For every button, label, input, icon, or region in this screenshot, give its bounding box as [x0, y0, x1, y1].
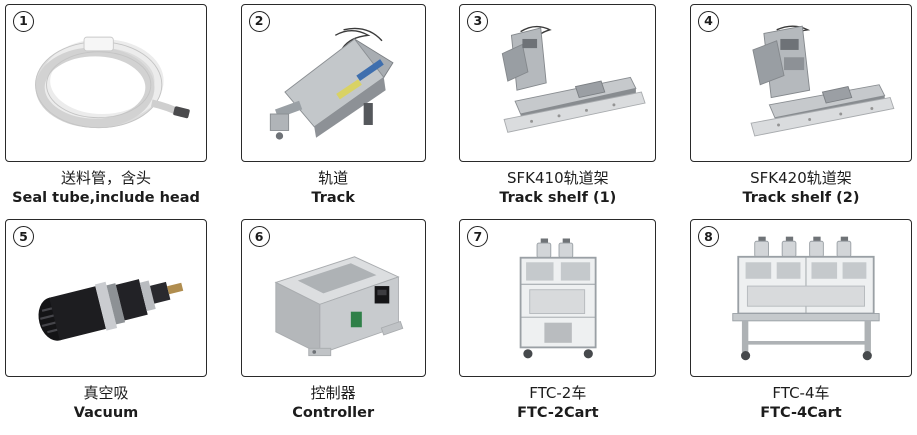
product-card-track: 2 轨道 Track: [240, 4, 426, 207]
product-name-en: Track: [311, 189, 355, 206]
product-image-frame: 3: [459, 4, 657, 162]
product-name-en: Seal tube,include head: [12, 189, 200, 206]
product-name-cn: FTC-4车: [772, 384, 830, 403]
product-caption: 控制器 Controller: [241, 384, 426, 422]
track-shelf-1-image: [501, 26, 646, 134]
item-number: 6: [254, 228, 264, 244]
catalog-row-2: 5: [5, 219, 912, 422]
product-card-track-shelf-1: 3 SFK410轨道架 Track sh: [459, 4, 657, 207]
item-number: 5: [19, 228, 28, 244]
product-name-en: Controller: [292, 404, 375, 421]
item-number: 1: [19, 13, 28, 29]
product-caption: SFK410轨道架 Track shelf (1): [459, 169, 656, 207]
item-number-badge: 5: [13, 226, 34, 248]
item-number-badge: 8: [697, 226, 719, 248]
vacuum-image: [38, 278, 184, 341]
item-number: 3: [473, 13, 483, 29]
item-number: 2: [254, 13, 264, 29]
product-name-cn: 轨道: [318, 169, 349, 187]
product-name-en: FTC-2Cart: [517, 404, 599, 421]
product-image-frame: 4: [689, 4, 912, 162]
product-image-frame: 8: [689, 219, 912, 378]
product-name-en: Track shelf (2): [742, 189, 860, 206]
product-card-seal-tube: 1 送料管，含头 Seal tube,include head: [5, 4, 207, 207]
item-number-badge: 6: [248, 226, 270, 248]
item-number: 4: [704, 13, 713, 29]
item-number-badge: 3: [467, 11, 489, 32]
product-name-cn: FTC-2车: [529, 384, 587, 403]
product-card-track-shelf-2: 4 SFK420轨道架: [689, 4, 912, 207]
product-image-frame: 5: [5, 219, 207, 378]
item-number-badge: 7: [467, 226, 489, 248]
product-card-ftc-4-cart: 8: [689, 219, 912, 422]
item-number: 8: [704, 228, 713, 244]
product-caption: 轨道 Track: [241, 169, 426, 207]
product-name-cn: 送料管，含头: [60, 169, 151, 187]
track-image: [270, 28, 394, 140]
product-card-vacuum: 5: [5, 219, 207, 422]
product-image-frame: 6: [240, 219, 426, 378]
product-image-frame: 1: [5, 4, 207, 162]
product-name-en: Vacuum: [73, 404, 139, 421]
product-name-cn: 控制器: [310, 384, 356, 403]
product-caption: 送料管，含头 Seal tube,include head: [5, 169, 207, 207]
item-number: 7: [473, 228, 483, 244]
catalog-row-1: 1 送料管，含头 Seal tube,include head: [5, 4, 912, 207]
product-image-frame: 2: [240, 4, 426, 162]
product-caption: FTC-4车 FTC-4Cart: [690, 384, 912, 422]
product-caption: FTC-2车 FTC-2Cart: [459, 384, 656, 422]
product-name-en: Track shelf (1): [499, 189, 617, 206]
product-name-cn: SFK410轨道架: [507, 169, 609, 187]
ftc-4-cart-image: [731, 236, 880, 360]
product-image-frame: 7: [459, 219, 657, 378]
product-caption: 真空吸 Vacuum: [5, 384, 207, 422]
seal-tube-image: [35, 37, 190, 129]
product-name-en: FTC-4Cart: [760, 404, 842, 421]
controller-image: [274, 256, 404, 356]
product-name-cn: 真空吸: [83, 384, 129, 403]
item-number-badge: 1: [13, 11, 34, 32]
product-name-cn: SFK420轨道架: [750, 169, 852, 187]
item-number-badge: 2: [248, 11, 270, 32]
item-number-badge: 4: [697, 11, 719, 32]
product-card-ftc-2-cart: 7 FTC-2车: [459, 219, 657, 422]
product-caption: SFK420轨道架 Track shelf (2): [690, 169, 912, 207]
track-shelf-2-image: [750, 25, 894, 137]
product-card-controller: 6 控制器 Controller: [240, 219, 426, 422]
ftc-2-cart-image: [519, 238, 597, 359]
